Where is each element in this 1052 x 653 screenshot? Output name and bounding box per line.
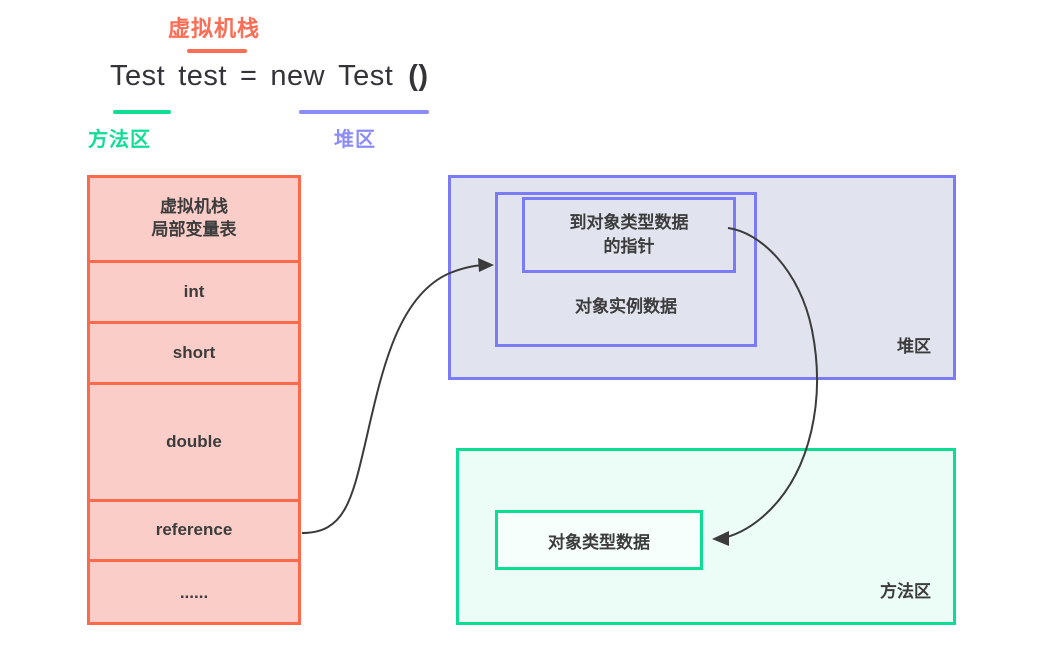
pointer-box-label-line1: 到对象类型数据 <box>569 213 689 233</box>
object-type-data-label: 对象类型数据 <box>548 532 650 552</box>
code-token-type: Test <box>110 60 166 92</box>
heap-area-underline <box>299 110 429 114</box>
stack-row-label-line1: 虚拟机栈 <box>160 197 228 217</box>
stack-row-reference: reference <box>90 502 298 562</box>
object-instance-data-box: 到对象类型数据 的指针 对象实例数据 <box>495 192 757 347</box>
vm-stack-table: 虚拟机栈 局部变量表 int short double reference ..… <box>87 175 301 625</box>
stack-row-ellipsis: ...... <box>90 562 298 625</box>
vm-stack-underline <box>187 49 247 53</box>
stack-row-double: double <box>90 385 298 502</box>
code-token-parens: () <box>408 60 429 92</box>
stack-row-label: reference <box>155 520 233 540</box>
vm-stack-caption: 虚拟机栈 <box>168 16 261 41</box>
stack-row-label: short <box>172 342 216 362</box>
object-instance-data-label: 对象实例数据 <box>575 297 677 316</box>
heap-area-caption: 堆区 <box>334 129 376 151</box>
code-expression: Test test = new Test () <box>110 60 429 93</box>
stack-row-label: double <box>166 431 222 451</box>
code-token-new: new <box>270 60 326 92</box>
stack-row-label: int <box>183 281 205 301</box>
pointer-box-label-line2: 的指针 <box>603 237 655 256</box>
stack-row-local-variable-table: 虚拟机栈 局部变量表 <box>90 178 298 263</box>
method-area-caption: 方法区 <box>88 129 151 151</box>
method-area-underline <box>113 110 171 114</box>
heap-area-box: 到对象类型数据 的指针 对象实例数据 堆区 <box>448 175 956 380</box>
code-token-constructor: Test <box>338 60 394 92</box>
heap-area-label: 堆区 <box>897 337 931 356</box>
code-token-assign: = <box>239 60 258 92</box>
method-area-box: 对象类型数据 方法区 <box>456 448 956 625</box>
stack-row-int: int <box>90 263 298 324</box>
stack-row-label-line2: 局部变量表 <box>151 220 237 239</box>
stack-row-short: short <box>90 324 298 385</box>
code-token-variable: test <box>178 60 227 92</box>
pointer-to-object-type-data-box: 到对象类型数据 的指针 <box>522 197 736 273</box>
stack-row-label: ...... <box>179 583 209 603</box>
object-type-data-box: 对象类型数据 <box>495 510 703 570</box>
method-area-label: 方法区 <box>880 582 931 601</box>
